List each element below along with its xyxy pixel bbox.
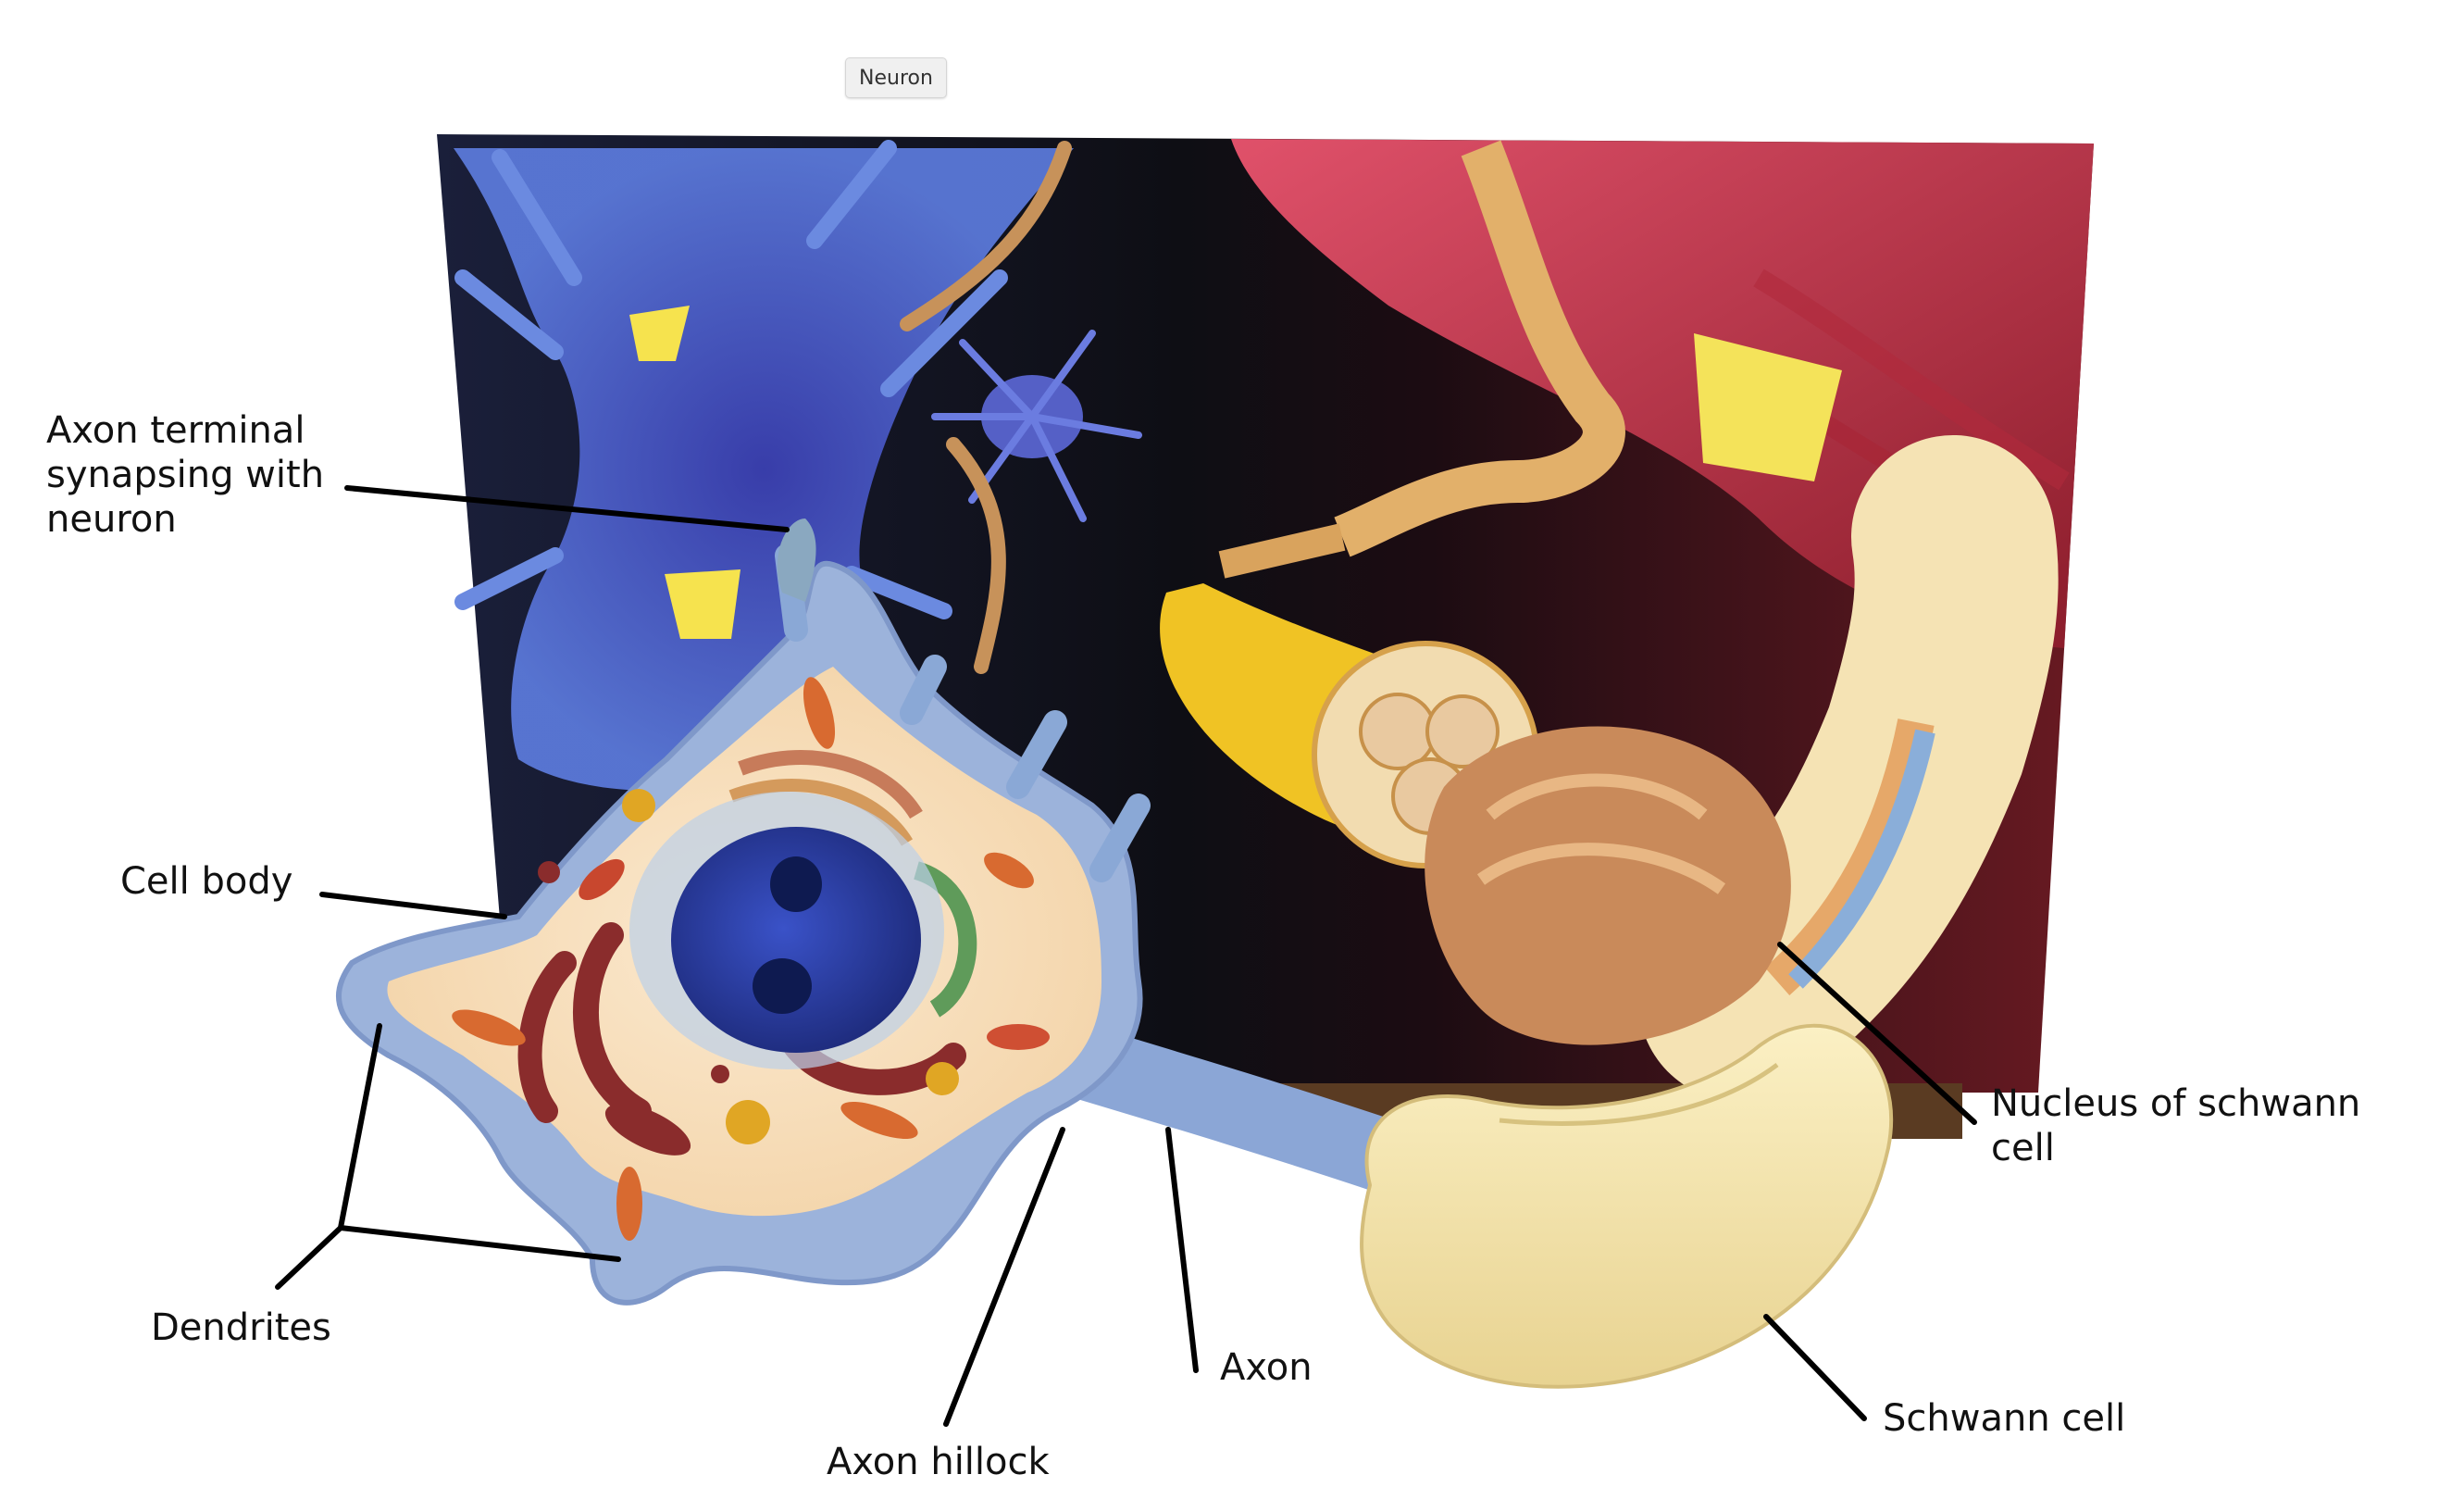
leader-axon-hillock [943,1127,1065,1427]
leader-schwann [1763,1314,1867,1421]
axon-model [1055,435,2059,1389]
label-axon-terminal: Axon terminal synapsing with neuron [46,409,325,541]
leader-lines [275,485,1977,1427]
label-cell-body: Cell body [120,860,293,903]
label-axon-hillock: Axon hillock [827,1441,1050,1483]
label-dendrites: Dendrites [151,1306,331,1349]
leader-axon [1165,1127,1199,1373]
leader-cell-body [319,892,507,919]
label-axon: Axon [1220,1346,1313,1389]
tab-neuron[interactable]: Neuron [845,57,947,98]
leader-nucleus [1777,942,1977,1125]
leader-axon-terminal [344,485,790,532]
leader-dendrites-lower [338,1225,621,1262]
cell-body-model [335,560,1143,1306]
leader-dendrites [275,1023,382,1290]
axon-terminal-knob [777,519,816,602]
label-nucleus-of-schwann-cell: Nucleus of schwann cell [1991,1082,2361,1169]
label-schwann-cell: Schwann cell [1883,1397,2126,1440]
